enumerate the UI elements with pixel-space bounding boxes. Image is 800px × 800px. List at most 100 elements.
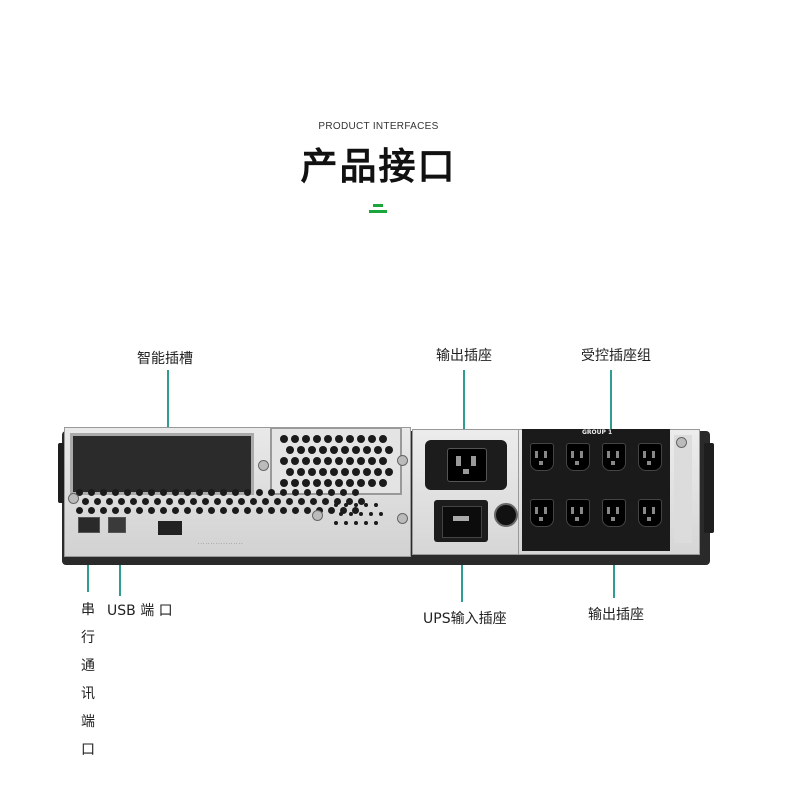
serial-port — [78, 517, 100, 533]
screw — [68, 493, 79, 504]
controlled-outlet-c13 — [632, 493, 666, 531]
vent-hole — [172, 507, 179, 514]
vent-hole — [344, 521, 348, 525]
vent-hole — [106, 498, 113, 505]
vent-hole — [335, 479, 343, 487]
vent-hole — [322, 498, 329, 505]
vent-hole — [280, 507, 287, 514]
vent-hole — [304, 507, 311, 514]
callout-serial-port: 串 行 通 讯 端 口 — [78, 596, 98, 764]
vent-hole — [291, 479, 299, 487]
vent-hole — [340, 446, 349, 454]
vent-hole — [262, 498, 269, 505]
callout-output-socket-top: 输出插座 — [436, 348, 492, 364]
ups-input-socket-c20 — [434, 500, 488, 542]
leader-line-output-top — [463, 370, 465, 430]
vent-hole — [268, 507, 275, 514]
vent-hole — [232, 507, 239, 514]
vent-hole — [379, 435, 387, 443]
vent-hole — [280, 479, 288, 487]
page-subtitle: PRODUCT INTERFACES — [318, 121, 439, 132]
vent-hole — [238, 498, 245, 505]
vent-hole — [335, 457, 343, 465]
vent-hole — [364, 503, 368, 507]
vent-hole — [374, 521, 378, 525]
vent-hole — [232, 489, 239, 496]
vent-hole — [214, 498, 221, 505]
vent-hole — [340, 489, 347, 496]
vent-hole — [384, 468, 393, 476]
vent-hole — [384, 446, 393, 454]
vent-hole — [357, 435, 365, 443]
vent-hole — [82, 498, 89, 505]
vent-hole — [328, 507, 335, 514]
vent-hole — [346, 479, 354, 487]
vent-hole — [160, 489, 167, 496]
vent-hole — [379, 512, 383, 516]
vent-hole — [285, 446, 294, 454]
vent-hole — [94, 498, 101, 505]
vent-hole — [359, 512, 363, 516]
vent-hole — [256, 489, 263, 496]
right-label-strip — [674, 435, 692, 543]
controlled-outlet-c13 — [596, 493, 630, 531]
leader-line-smart-slot — [167, 370, 169, 430]
vent-hole — [316, 489, 323, 496]
top-vent — [270, 427, 402, 495]
vent-hole — [190, 498, 197, 505]
serial-char: 串 — [81, 602, 95, 618]
screw — [258, 460, 269, 471]
vent-hole — [292, 507, 299, 514]
vent-hole — [346, 435, 354, 443]
vent-hole — [352, 507, 359, 514]
vent-hole — [357, 479, 365, 487]
serial-char: 口 — [81, 742, 95, 758]
vent-hole — [250, 498, 257, 505]
vent-hole — [220, 507, 227, 514]
circuit-breaker — [494, 503, 518, 527]
callout-usb-port: USB 端 口 — [107, 603, 173, 619]
vent-hole — [358, 498, 365, 505]
vent-hole — [100, 507, 107, 514]
vent-hole — [208, 489, 215, 496]
vent-hole — [88, 507, 95, 514]
vent-hole — [172, 489, 179, 496]
vent-hole — [286, 498, 293, 505]
callout-output-socket-bottom: 输出插座 — [588, 607, 644, 623]
vent-hole — [310, 498, 317, 505]
vent-hole — [76, 489, 83, 496]
vent-hole — [285, 468, 294, 476]
vent-hole — [329, 446, 338, 454]
output-socket-c19 — [425, 440, 507, 490]
vent-hole — [313, 479, 321, 487]
vent-hole — [88, 489, 95, 496]
vent-hole — [324, 479, 332, 487]
vent-hole — [328, 489, 335, 496]
lower-vent — [76, 489, 376, 521]
outlet-grid — [522, 435, 670, 551]
small-vent — [330, 501, 386, 529]
vent-hole — [334, 521, 338, 525]
vent-hole — [379, 479, 387, 487]
vent-hole — [364, 521, 368, 525]
vent-hole — [354, 521, 358, 525]
vent-hole — [329, 468, 338, 476]
vent-hole — [142, 498, 149, 505]
vent-hole — [118, 498, 125, 505]
vent-hole — [307, 468, 316, 476]
vent-hole — [112, 489, 119, 496]
vent-hole — [374, 503, 378, 507]
vent-hole — [296, 446, 305, 454]
leader-line-usb — [119, 540, 121, 596]
vent-hole — [268, 489, 275, 496]
vent-hole — [346, 498, 353, 505]
screw — [397, 455, 408, 466]
vent-hole — [280, 489, 287, 496]
vent-hole — [100, 489, 107, 496]
controlled-outlet-c13 — [524, 437, 558, 475]
vent-hole — [352, 489, 359, 496]
vent-hole — [373, 468, 382, 476]
vent-hole — [368, 479, 376, 487]
vent-hole — [178, 498, 185, 505]
vent-hole — [302, 457, 310, 465]
